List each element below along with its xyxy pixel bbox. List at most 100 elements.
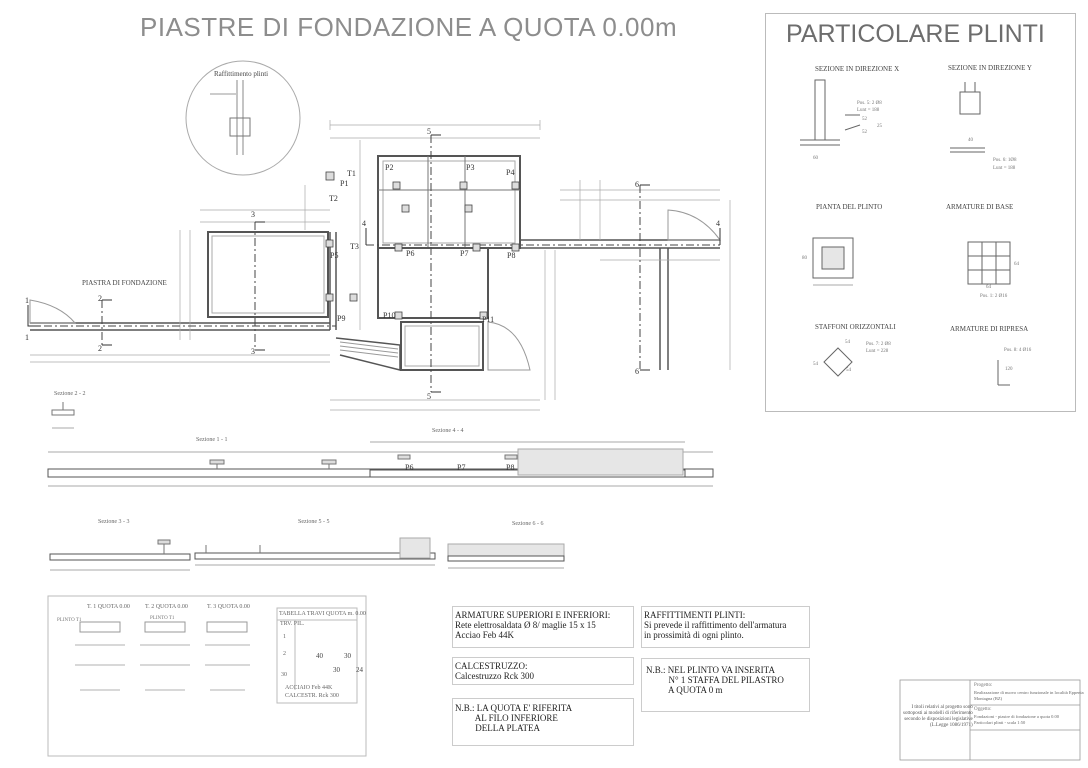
note-plinto-box: N.B.: NEL PLINTO VA INSERITA N° 1 STAFFA… <box>641 658 810 712</box>
section-mark-2a: 2 <box>98 294 102 303</box>
piastra-label: PIASTRA DI FONDAZIONE <box>82 279 167 287</box>
column-label-P8: P8 <box>507 251 516 260</box>
travi-num-40: 40 <box>316 652 323 660</box>
table-t2-title: T. 2 QUOTA 0.00 <box>145 604 188 610</box>
note-calcestruzzo: CALCESTRUZZO: Calcestruzzo Rck 300 <box>455 661 534 681</box>
note-raffittimenti: RAFFITTIMENTI PLINTI: Si prevede il raff… <box>644 610 787 640</box>
table-t3-title: T. 3 QUOTA 0.00 <box>207 604 250 610</box>
section-4-4-title: Sezione 4 - 4 <box>432 428 464 434</box>
column-label-P4: P4 <box>506 168 515 177</box>
detail-pos-y2: Lunt = 188 <box>993 166 1016 171</box>
detail-dim-64a: 64 <box>986 285 991 290</box>
table-plinto-label: PLINTO T1 <box>57 618 82 623</box>
note-raffittimenti-box: RAFFITTIMENTI PLINTI: Si prevede il raff… <box>641 606 810 648</box>
column-label-P1: P1 <box>340 179 349 188</box>
section-4-4-col-P8: P8 <box>506 463 515 472</box>
column-label-P2: P2 <box>385 163 394 172</box>
detail-staffoni: STAFFONI ORIZZONTALI <box>815 323 896 331</box>
column-label-P7: P7 <box>460 249 469 258</box>
raffittimento-label: Raffittimento plinti <box>214 70 269 78</box>
detail-title: PARTICOLARE PLINTI <box>786 20 1045 48</box>
section-2-2-title: Sezione 2 - 2 <box>54 391 86 397</box>
column-label-P9: P9 <box>337 314 346 323</box>
table-acciaio: ACCIAIO Feb 44K <box>285 685 333 691</box>
note-armature: ARMATURE SUPERIORI E INFERIORI: Rete ele… <box>455 610 611 640</box>
column-label-P6: P6 <box>406 249 415 258</box>
beam-label-T1: T1 <box>347 169 356 178</box>
section-mark-3b: 3 <box>251 347 255 356</box>
table-plinto2-label: PLINTO T1 <box>150 616 175 621</box>
section-mark-4a: 4 <box>362 219 366 228</box>
section-4-4-col-P6: P6 <box>405 463 414 472</box>
table-t1-title: T. 1 QUOTA 0.00 <box>87 604 130 610</box>
travi-table-title: TABELLA TRAVI QUOTA m. 0.00 <box>279 611 366 617</box>
beam-label-T3: T3 <box>350 242 359 251</box>
detail-dim-52b: 52 <box>862 130 867 135</box>
titleblock-oggetto: Fondazioni - piastre di fondazione a quo… <box>974 714 1059 725</box>
detail-pos-x1: Pos. 5: 2 Ø8 <box>857 101 882 106</box>
detail-dim-25: 25 <box>877 124 882 129</box>
detail-dim-40: 40 <box>968 138 973 143</box>
section-3-3-title: Sezione 3 - 3 <box>98 519 130 525</box>
section-mark-2b: 2 <box>98 344 102 353</box>
detail-dim-54b: 54 <box>813 362 818 367</box>
main-title: PIASTRE DI FONDAZIONE A QUOTA 0.00m <box>140 12 678 42</box>
detail-pos-staff1: Pos. 7: 2 Ø8 <box>866 342 891 347</box>
detail-pos-ripresa: Pos. 8: 4 Ø16 <box>1004 348 1032 353</box>
section-mark-1a: 1 <box>25 296 29 305</box>
column-label-P10: P10 <box>383 311 396 320</box>
titleblock-progetto: Realizzazione di nuovo centro funzionale… <box>974 690 1084 701</box>
detail-frame <box>765 13 1076 412</box>
detail-armature-base: ARMATURE DI BASE <box>946 203 1014 211</box>
detail-pos-y1: Pos. 6: 1Ø8 <box>993 158 1017 163</box>
section-4-4-col-P7: P7 <box>457 463 466 472</box>
detail-pianta: PIANTA DEL PLINTO <box>816 203 883 211</box>
section-5-5-title: Sezione 5 - 5 <box>298 519 330 525</box>
detail-dim-120: 120 <box>1005 367 1013 372</box>
plan-central-block <box>377 155 521 249</box>
column-label-P5: P5 <box>330 251 339 260</box>
travi-table-head: TRV. PIL. <box>280 621 305 627</box>
titleblock-progetto-label: Progetto: <box>974 683 993 688</box>
section-6-6-title: Sezione 6 - 6 <box>512 521 544 527</box>
travi-num-30a: 30 <box>333 666 340 674</box>
column-label-P3: P3 <box>466 163 475 172</box>
section-mark-6b: 6 <box>635 367 639 376</box>
detail-dim-54c: 54 <box>846 368 851 373</box>
plan-left-room <box>207 231 329 318</box>
note-quota-box: N.B.: LA QUOTA E' RIFERITA AL FILO INFER… <box>452 698 634 746</box>
detail-ripresa: ARMATURE DI RIPRESA <box>950 325 1029 333</box>
note-armature-box: ARMATURE SUPERIORI E INFERIORI: Rete ele… <box>452 606 634 648</box>
section-mark-3a: 3 <box>251 210 255 219</box>
section-mark-5b: 5 <box>427 392 431 401</box>
note-calcestruzzo-box: CALCESTRUZZO: Calcestruzzo Rck 300 <box>452 657 634 685</box>
detail-sez-x: SEZIONE IN DIREZIONE X <box>815 65 900 73</box>
travi-row-3: 30 <box>281 672 287 678</box>
note-nb-quota: N.B.: LA QUOTA E' RIFERITA AL FILO INFER… <box>455 703 573 733</box>
section-mark-6a: 6 <box>635 180 639 189</box>
travi-num-24: 24 <box>356 666 363 674</box>
section-mark-1b: 1 <box>25 333 29 342</box>
detail-pos-base: Pos. 1: 2 Ø16 <box>980 294 1008 299</box>
beam-label-T2: T2 <box>329 194 338 203</box>
detail-sez-y: SEZIONE IN DIREZIONE Y <box>948 64 1032 72</box>
titleblock-left: I titoli relativi al progetto sono sotto… <box>903 705 973 728</box>
note-nb-plinto: N.B.: NEL PLINTO VA INSERITA N° 1 STAFFA… <box>646 665 784 695</box>
detail-dim-80: 80 <box>802 256 807 261</box>
section-mark-4b: 4 <box>716 219 720 228</box>
travi-row-2: 2 <box>283 651 286 657</box>
detail-dim-54: 54 <box>845 340 850 345</box>
travi-row-1: 1 <box>283 634 286 640</box>
detail-dim-52a: 52 <box>862 117 867 122</box>
titleblock-oggetto-label: Oggetto: <box>974 707 992 712</box>
table-calcestr: CALCESTR. Rck 300 <box>285 693 339 699</box>
section-1-1-title: Sezione 1 - 1 <box>196 437 228 443</box>
detail-pos-x2: Lunt = 188 <box>857 108 880 113</box>
detail-dim-60: 60 <box>813 156 818 161</box>
detail-dim-64b: 64 <box>1014 262 1019 267</box>
section-mark-5a: 5 <box>427 127 431 136</box>
detail-pos-staff2: Lunt = 228 <box>866 349 889 354</box>
detail-bubble <box>185 60 301 176</box>
